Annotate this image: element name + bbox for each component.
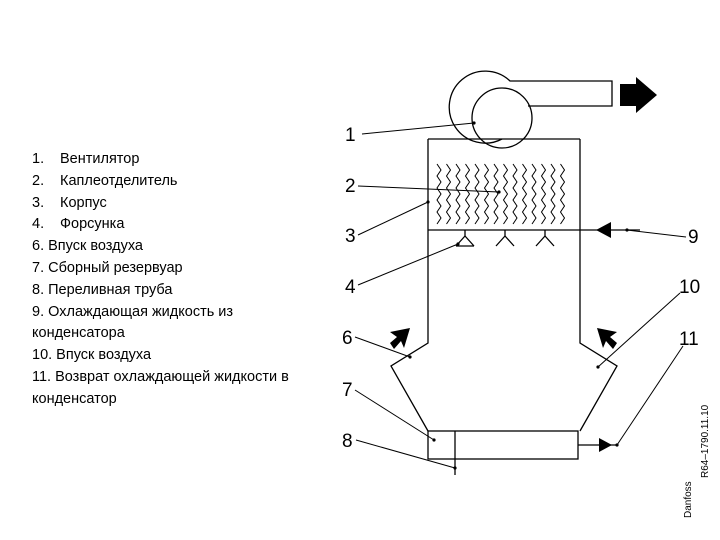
eliminator-blade: [436, 163, 442, 225]
drawing-stamp: R64–1790.11.10 Danfoss: [683, 404, 711, 518]
exhaust-arrow-icon: [620, 77, 657, 113]
label-4: 4: [345, 277, 356, 298]
drawing-code: R64–1790.11.10: [700, 404, 711, 478]
label-9: 9: [688, 227, 699, 248]
legend-item-8: 8. Переливная труба: [32, 280, 342, 302]
nozzle-2-cone: [495, 235, 515, 247]
eliminator-blade: [502, 163, 509, 225]
label-11: 11: [679, 329, 699, 350]
legend-text: 8. Переливная труба: [32, 281, 173, 298]
eliminator-blade: [540, 163, 547, 225]
fan-housing: [448, 70, 613, 144]
basin-rect: [427, 430, 579, 460]
body-right-wall: [579, 139, 618, 432]
leader-lines: [354, 121, 687, 470]
legend-item-9: 9. Охлаждающая жидкость из конденсатора: [32, 302, 268, 346]
legend-item-2: 2. Каплеотделитель: [32, 171, 332, 193]
legend-text: Корпус: [60, 194, 107, 211]
legend-number: 4.: [32, 216, 45, 233]
eliminator-blade: [493, 163, 499, 225]
legend-text: 6. Впуск воздуха: [32, 238, 143, 255]
eliminator-blade: [550, 163, 556, 225]
legend-text: 11. Возврат охлаждающей жидкости в конде…: [32, 368, 289, 407]
label-2: 2: [345, 176, 356, 197]
legend-number: 1.: [32, 151, 45, 167]
drift-eliminator: [436, 163, 566, 225]
air-inlet-left-arrow-icon: [390, 328, 410, 349]
eliminator-blade: [474, 163, 480, 225]
brand-text: Danfoss: [683, 481, 694, 518]
label-8: 8: [342, 431, 353, 452]
eliminator-blade: [445, 163, 452, 225]
legend-text: Форсунка: [60, 216, 125, 233]
legend-item-10: 10. Впуск воздуха: [32, 345, 342, 367]
eliminator-blade: [483, 163, 490, 225]
label-1: 1: [345, 125, 356, 146]
eliminator-blade: [559, 163, 566, 225]
legend-item-3: 3. Корпус: [32, 193, 332, 215]
eliminator-blade: [521, 163, 528, 225]
legend-item-4: 4. Форсунка: [32, 214, 332, 236]
legend-text: 9. Охлаждающая жидкость из конденсатора: [32, 303, 234, 342]
label-10: 10: [679, 277, 700, 298]
legend-item-6: 6. Впуск воздуха: [32, 236, 342, 258]
nozzle-3-cone: [535, 235, 555, 247]
collection-basin: [427, 430, 618, 475]
legend-number: 2.: [32, 172, 45, 189]
legend-item-1: 1. Вентилятор: [32, 149, 332, 171]
legend-text: 7. Сборный резервуар: [32, 259, 183, 276]
legend-item-11: 11. Возврат охлаждающей жидкости в конде…: [32, 367, 332, 411]
legend-number: 3.: [32, 194, 45, 211]
body-left-wall: [390, 139, 429, 432]
legend-item-7: 7. Сборный резервуар: [32, 258, 342, 280]
label-6: 6: [342, 328, 353, 349]
legend-list: 1.Вентилятор 2.Каплеотделитель 3.Корпус …: [32, 149, 332, 411]
label-7: 7: [342, 380, 353, 401]
legend-text: Каплеотделитель: [60, 172, 178, 189]
label-3: 3: [345, 226, 356, 247]
fan-impeller: [471, 87, 533, 149]
eliminator-blade: [455, 163, 461, 225]
legend-text: Вентилятор: [60, 151, 140, 167]
legend-text: 10. Впуск воздуха: [32, 347, 152, 364]
water-inlet-arrow-icon: [596, 222, 611, 238]
eliminator-blade: [464, 163, 471, 225]
air-inlet-right-arrow-icon: [597, 328, 617, 349]
nozzle-1-cone: [455, 235, 475, 247]
eliminator-blade: [512, 163, 518, 225]
fan: [448, 70, 613, 149]
return-arrow-icon: [599, 438, 612, 452]
eliminator-blade: [531, 163, 537, 225]
tower-body: [390, 138, 618, 432]
